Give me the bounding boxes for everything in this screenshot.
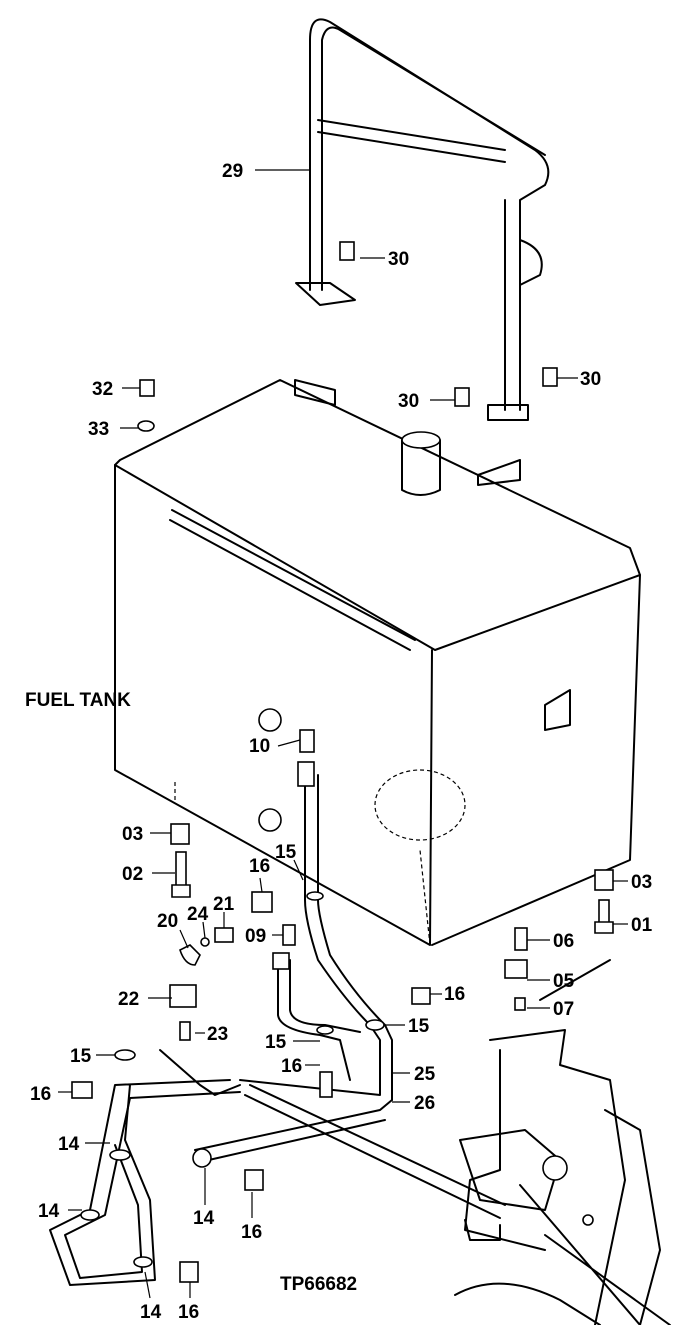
callout-label: 23 <box>207 1024 228 1045</box>
callout-label: 16 <box>241 1222 262 1243</box>
callout-label: 14 <box>58 1134 80 1155</box>
callout-label: 30 <box>398 391 419 412</box>
callout-label: 14 <box>140 1302 162 1323</box>
diagram-title: FUEL TANK <box>25 690 131 711</box>
callout-label: 21 <box>213 894 235 915</box>
callout-label: 26 <box>414 1093 435 1114</box>
callout-label: 07 <box>553 999 574 1020</box>
fuel-lines <box>49 774 506 1286</box>
callout-label: 16 <box>249 856 270 877</box>
callout-label: 01 <box>631 915 653 936</box>
callout-label: 33 <box>88 419 109 440</box>
callout-label: 22 <box>118 989 139 1010</box>
callout-label: 05 <box>553 971 575 992</box>
fittings <box>71 241 614 1283</box>
callout-label: 02 <box>122 864 143 885</box>
callout-label: 15 <box>70 1046 92 1067</box>
callout-label: 06 <box>553 931 574 952</box>
callout-label: 16 <box>444 984 465 1005</box>
callout-labels: 29 30 30 30 30 32 33 10 03 02 16 15 20 2… <box>30 161 653 1323</box>
callout-label: 15 <box>265 1032 287 1053</box>
machine-frame <box>454 959 671 1325</box>
callout-label: 14 <box>193 1208 215 1229</box>
callout-label: 30 <box>580 369 601 390</box>
callout-label: 32 <box>92 379 113 400</box>
callout-label: 24 <box>187 904 209 925</box>
callout-label: 14 <box>38 1201 60 1222</box>
fuel-tank-body <box>114 379 641 946</box>
callout-label: 16 <box>281 1056 302 1077</box>
callout-label: 09 <box>245 926 266 947</box>
callout-label: 03 <box>631 872 652 893</box>
callout-label: 16 <box>30 1084 51 1105</box>
callout-label: 29 <box>222 161 243 182</box>
callout-label: 25 <box>414 1064 436 1085</box>
figure-id: TP66682 <box>280 1274 357 1295</box>
leader-lines <box>58 169 628 1299</box>
callout-label: 03 <box>122 824 143 845</box>
callout-label: 20 <box>157 911 178 932</box>
callout-label: 15 <box>275 842 297 863</box>
callout-label: 10 <box>249 736 270 757</box>
callout-label: 15 <box>408 1016 430 1037</box>
callout-label: 30 <box>388 249 409 270</box>
callout-label: 16 <box>178 1302 199 1323</box>
handrail <box>295 18 550 411</box>
